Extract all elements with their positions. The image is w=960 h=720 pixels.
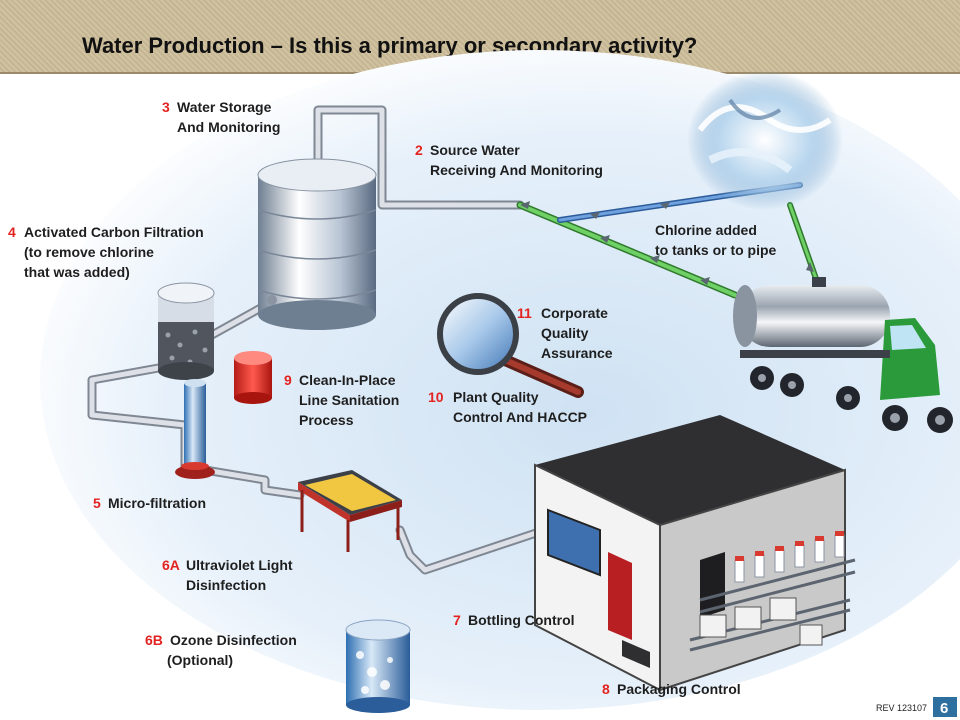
cip-red-drum: [234, 351, 272, 404]
step-5-number: 5: [93, 495, 101, 511]
step-9-line2: Line Sanitation: [299, 392, 399, 408]
footer: REV 123107 6: [876, 697, 957, 717]
step-9-label: 9 Clean-In-Place Line Sanitation Process: [284, 372, 399, 428]
bottling-plant-building: [534, 415, 846, 692]
step-6b-label: 6B Ozone Disinfection (Optional): [145, 632, 297, 668]
step-10-line1: Plant Quality: [453, 389, 539, 405]
step-3-number: 3: [162, 99, 170, 115]
step-7-label: 7 Bottling Control: [453, 612, 575, 628]
step-7-line1: Bottling Control: [468, 612, 575, 628]
step-6a-line1: Ultraviolet Light: [186, 557, 293, 573]
step-3-label: 3 Water Storage And Monitoring: [162, 99, 280, 135]
step-6a-line2: Disinfection: [186, 577, 266, 593]
step-9-line1: Clean-In-Place: [299, 372, 396, 388]
step-11-label: 11 Corporate Quality Assurance: [517, 305, 613, 361]
step-11-number: 11: [517, 305, 532, 321]
step-9-line3: Process: [299, 412, 354, 428]
step-2-number: 2: [415, 142, 423, 158]
step-11-line1: Corporate: [541, 305, 608, 321]
tanker-truck: [733, 277, 953, 433]
micro-filtration-column: [175, 379, 215, 479]
step-8-label: 8 Packaging Control: [602, 681, 741, 697]
step-11-line3: Assurance: [541, 345, 613, 361]
magnifying-glass-icon: [437, 293, 584, 398]
step-4-line3: that was added): [24, 264, 130, 280]
page-number: 6: [940, 700, 948, 717]
step-6a-label: 6A Ultraviolet Light Disinfection: [162, 557, 293, 593]
step-6b-number: 6B: [145, 632, 163, 648]
ozone-tank: [345, 619, 411, 713]
storage-tank: [257, 158, 377, 330]
step-8-line1: Packaging Control: [617, 681, 741, 697]
step-11-line2: Quality: [541, 325, 589, 341]
step-5-line1: Micro-filtration: [108, 495, 206, 511]
step-9-number: 9: [284, 372, 292, 388]
step-6b-line2: (Optional): [167, 652, 233, 668]
step-10-number: 10: [428, 389, 444, 405]
step-6a-number: 6A: [162, 557, 180, 573]
step-3-line1: Water Storage: [177, 99, 272, 115]
step-2-label: 2 Source Water Receiving And Monitoring: [415, 142, 603, 178]
chlorine-label: Chlorine added to tanks or to pipe: [655, 222, 777, 258]
step-10-label: 10 Plant Quality Control And HACCP: [428, 389, 587, 425]
step-4-line1: Activated Carbon Filtration: [24, 224, 204, 240]
chlorine-line1: Chlorine added: [655, 222, 757, 238]
uv-disinfection-unit: [298, 470, 402, 552]
carbon-filter: [157, 282, 215, 380]
step-2-line1: Source Water: [430, 142, 520, 158]
step-3-line2: And Monitoring: [177, 119, 280, 135]
step-10-line2: Control And HACCP: [453, 409, 587, 425]
step-8-number: 8: [602, 681, 610, 697]
title-bar: Water Production – Is this a primary or …: [0, 0, 960, 74]
step-4-label: 4 Activated Carbon Filtration (to remove…: [8, 224, 204, 280]
step-2-line2: Receiving And Monitoring: [430, 162, 603, 178]
step-4-number: 4: [8, 224, 16, 240]
step-4-line2: (to remove chlorine: [24, 244, 154, 260]
chlorine-line2: to tanks or to pipe: [655, 242, 777, 258]
step-7-number: 7: [453, 612, 461, 628]
conveyor-line: [689, 531, 856, 652]
page-number-box: [933, 697, 957, 717]
revision-code: REV 123107: [876, 703, 927, 713]
flow-arrows: [520, 201, 814, 285]
gray-pipe-network: [87, 105, 550, 575]
water-source-image: [687, 70, 843, 210]
step-5-label: 5 Micro-filtration: [93, 495, 206, 511]
step-6b-line1: Ozone Disinfection: [170, 632, 297, 648]
